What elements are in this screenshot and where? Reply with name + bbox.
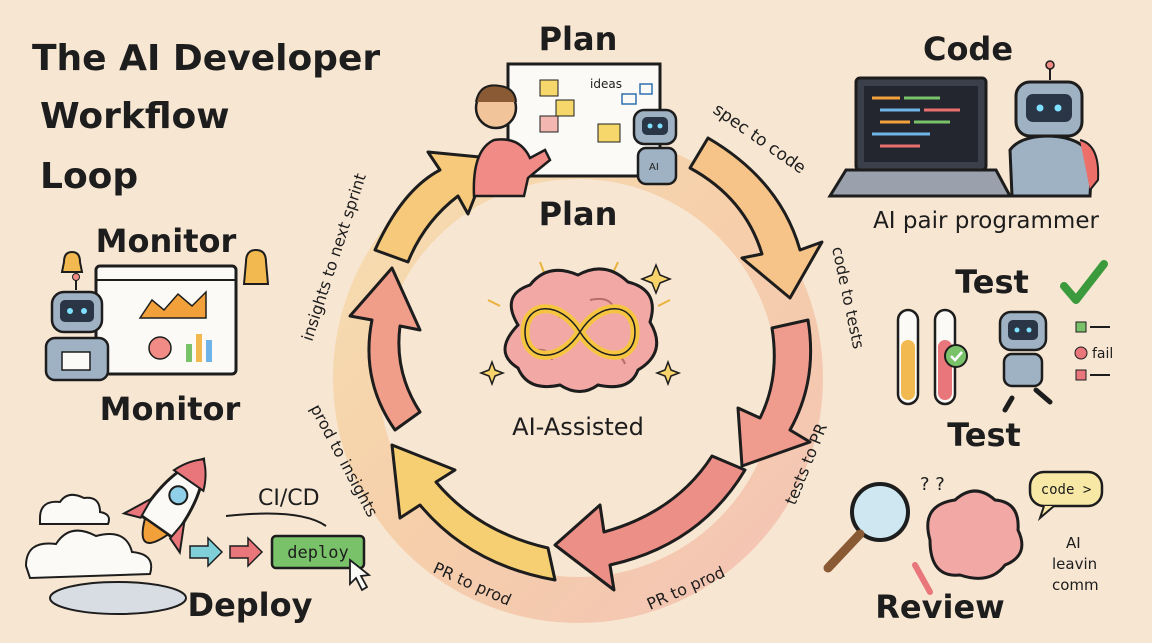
code-caption: AI pair programmer bbox=[873, 208, 1099, 234]
plan-robot: AI bbox=[632, 108, 678, 186]
stage-monitor: Monitor Monitor bbox=[44, 222, 270, 428]
checkmark-icon bbox=[1060, 260, 1108, 304]
stage-code: Code AI pair programmer bbox=[827, 30, 1100, 234]
pass-badge-icon bbox=[944, 344, 968, 368]
whiteboard-text: ideas bbox=[590, 77, 622, 91]
review-brain-icon bbox=[926, 489, 1024, 580]
review-note-line-3: comm bbox=[1052, 576, 1099, 594]
monitor-top-label: Monitor bbox=[96, 222, 237, 260]
sparkle-icon bbox=[654, 359, 682, 387]
review-label: Review bbox=[875, 588, 1004, 626]
title-line-2: Workflow bbox=[40, 96, 230, 137]
title-line-3: Loop bbox=[40, 156, 138, 197]
test-bottom-label: Test bbox=[947, 416, 1021, 454]
magnifier-icon bbox=[850, 482, 910, 542]
test-checklist: fail bbox=[1074, 321, 1113, 381]
plan-ring-label: Plan bbox=[539, 195, 618, 233]
review-question: ? ? bbox=[920, 474, 945, 495]
stage-test: Test fail Test bbox=[896, 260, 1113, 454]
stage-review: ? ? code > AI leavin comm Review bbox=[823, 470, 1104, 626]
cursor-icon bbox=[349, 558, 372, 592]
arrow-prod-to-insights bbox=[348, 266, 422, 432]
sparkle-icon bbox=[478, 359, 506, 387]
cloud-icon bbox=[39, 493, 110, 525]
arrow-spec-to-code bbox=[688, 136, 824, 300]
arrow-code-to-tests bbox=[736, 318, 813, 468]
review-note-line-1: AI bbox=[1066, 534, 1081, 552]
rocket-icon bbox=[121, 457, 207, 556]
label-code-to-tests: code to tests bbox=[828, 245, 868, 351]
svg-text:AI: AI bbox=[649, 162, 659, 173]
title-line-1: The AI Developer bbox=[32, 38, 380, 79]
monitor-bottom-label: Monitor bbox=[100, 390, 241, 428]
monitor-robot bbox=[44, 273, 110, 382]
center-brain: AI-Assisted bbox=[478, 261, 682, 441]
brain-rays bbox=[487, 261, 671, 307]
sparkle-icon bbox=[639, 262, 673, 296]
bell-icon bbox=[242, 248, 270, 285]
deploy-button[interactable] bbox=[270, 534, 366, 570]
deploy-button-label: deploy bbox=[287, 543, 348, 563]
plan-top-label: Plan bbox=[539, 20, 618, 58]
page-title: The AI Developer Workflow Loop bbox=[32, 38, 380, 197]
checklist-fail-text: fail bbox=[1092, 346, 1113, 362]
test-top-label: Test bbox=[955, 263, 1029, 301]
arrow-tests-to-pr bbox=[553, 454, 747, 592]
pipeline-arrow-icon bbox=[229, 536, 264, 568]
bubble-text: code > bbox=[1041, 482, 1092, 498]
code-speech-bubble bbox=[1028, 470, 1104, 508]
loop-arrows bbox=[348, 136, 824, 592]
code-label: Code bbox=[923, 30, 1013, 68]
pen-icon bbox=[912, 562, 933, 595]
review-note-line-2: leavin bbox=[1052, 555, 1097, 573]
pipeline-label: CI/CD bbox=[258, 486, 320, 511]
pipeline-arrow-icon bbox=[189, 536, 224, 568]
stage-deploy: CI/CD deploy Deploy bbox=[24, 457, 372, 624]
center-label: AI-Assisted bbox=[512, 413, 644, 441]
laptop-keyboard bbox=[827, 168, 1013, 198]
cloud-icon bbox=[24, 529, 153, 580]
stage-plan: Plan ideas AI Plan bbox=[472, 20, 678, 233]
test-robot bbox=[998, 310, 1053, 413]
code-robot bbox=[1008, 60, 1100, 198]
deploy-label: Deploy bbox=[188, 586, 313, 624]
bell-icon bbox=[60, 250, 84, 273]
arrow-pr-to-prod bbox=[390, 443, 557, 582]
launch-pad bbox=[49, 581, 187, 615]
